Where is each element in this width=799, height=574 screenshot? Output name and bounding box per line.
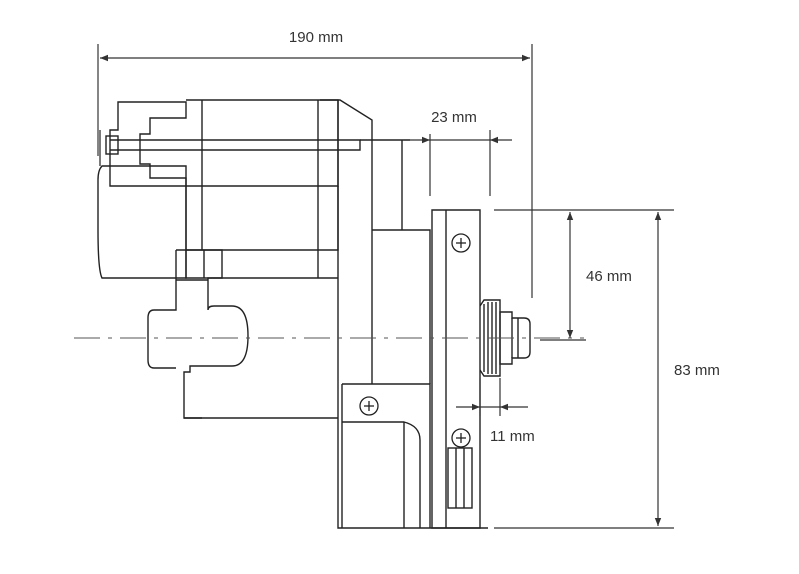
terminal-block (176, 249, 249, 419)
shaft-nose (499, 311, 531, 365)
motor-outline (97, 99, 531, 529)
solenoid-cap (109, 101, 187, 187)
mounting-bolt-icon (451, 428, 471, 448)
dimension-label-flange: 23 mm (431, 109, 477, 126)
mounting-bolt-icon (451, 233, 471, 253)
dimension-label-pinion: 11 mm (490, 428, 535, 445)
through-bolt (110, 139, 361, 151)
housing (337, 100, 488, 529)
dimension-flange-offset (404, 130, 512, 196)
dimension-overall-length (97, 44, 533, 298)
dimension-label-shaft: 46 mm (586, 268, 632, 285)
motor-can (97, 165, 187, 279)
dimension-shaft-offset (494, 209, 586, 341)
solenoid-body (186, 99, 339, 187)
mounting-flange (431, 209, 481, 529)
dimension-label-length: 190 mm (289, 29, 343, 46)
dimension-pinion-length (456, 378, 528, 416)
mounting-bolt-icon (359, 396, 379, 416)
lower-bracket (342, 383, 431, 528)
dimension-label-height: 83 mm (674, 362, 720, 379)
dimension-overall-height (494, 209, 674, 529)
